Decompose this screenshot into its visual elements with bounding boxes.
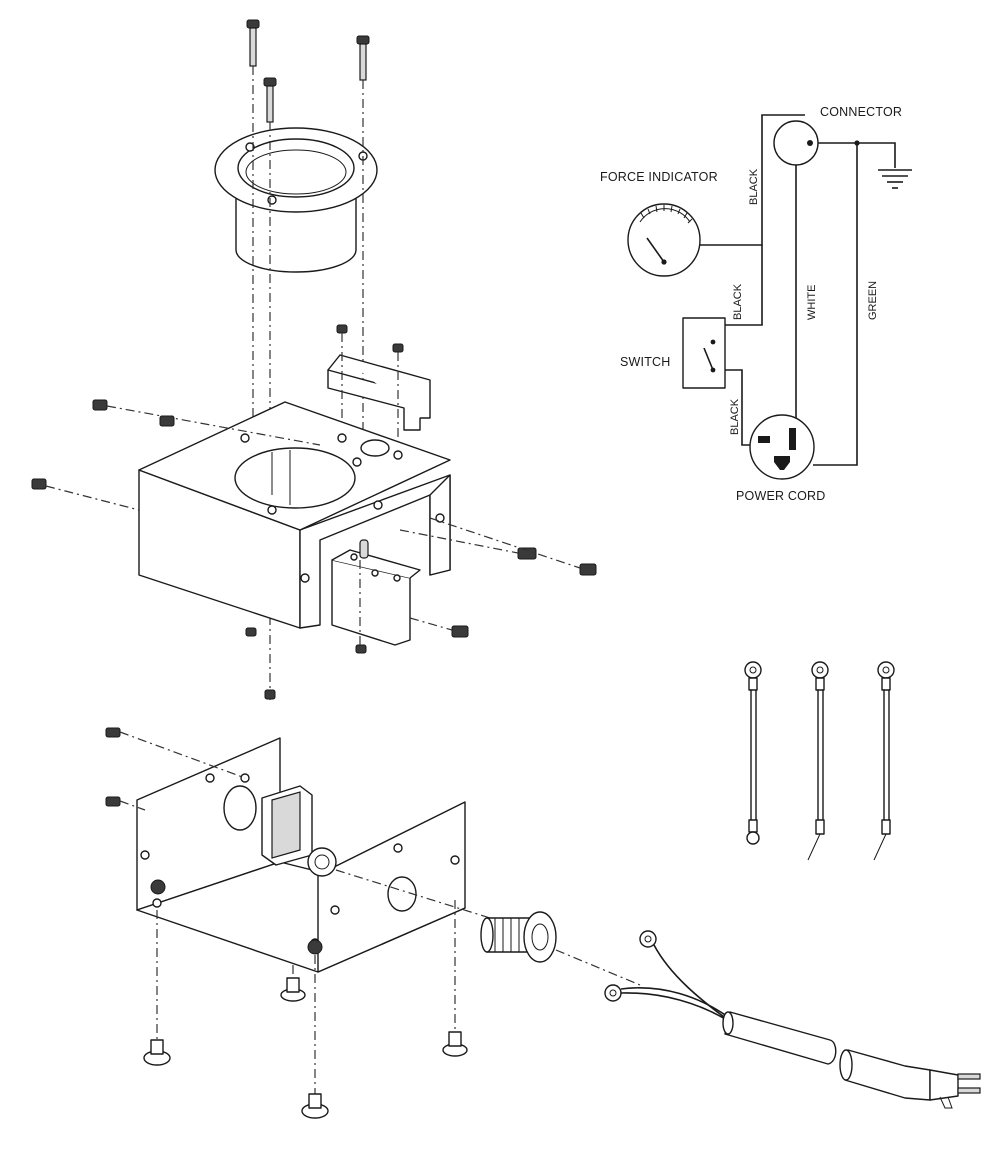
top-screws [246, 19, 370, 123]
wire-ground [857, 142, 896, 168]
wire-black-top [700, 114, 805, 246]
lower-screw-a [280, 977, 306, 1002]
top-screw-right [356, 35, 370, 81]
wire-label-black-top: BLACK [748, 168, 760, 205]
flanged-cup [214, 127, 378, 273]
wire-label-white: WHITE [806, 285, 818, 320]
ground-icon [878, 169, 912, 189]
power-cord [604, 930, 981, 1109]
wire-label-green: GREEN [867, 281, 879, 320]
lower-bracket [136, 737, 466, 973]
lower-screw-b [143, 1039, 171, 1066]
top-screw-left [246, 19, 260, 67]
connector-icon [773, 120, 819, 166]
top-screw-middle [263, 77, 277, 123]
power-cord-plug-icon [749, 414, 815, 480]
upper-side-screws [31, 399, 597, 700]
wire-label-black-mid: BLACK [732, 283, 744, 320]
strain-relief-bushing [335, 869, 641, 986]
ring-terminal-wire-3 [873, 661, 895, 861]
force-indicator-label: FORCE INDICATOR [600, 170, 718, 184]
switch-label: SWITCH [620, 355, 671, 369]
wiring-schematic: CONNECTOR FORCE INDICATOR SWITCH POWER C… [600, 105, 912, 503]
ring-terminal-wire-2 [807, 661, 829, 861]
lower-screw-d [301, 1093, 329, 1119]
wire-label-black-low: BLACK [729, 398, 741, 435]
ring-terminal-wire-1 [744, 661, 762, 845]
switch-icon [682, 317, 726, 389]
power-cord-label: POWER CORD [736, 489, 826, 503]
lower-screws [105, 727, 468, 1119]
wire-green [810, 142, 858, 466]
lower-screw-c [442, 1031, 468, 1057]
connector-label: CONNECTOR [820, 105, 902, 119]
force-indicator-gauge-icon [627, 203, 701, 277]
upper-housing [138, 401, 451, 646]
